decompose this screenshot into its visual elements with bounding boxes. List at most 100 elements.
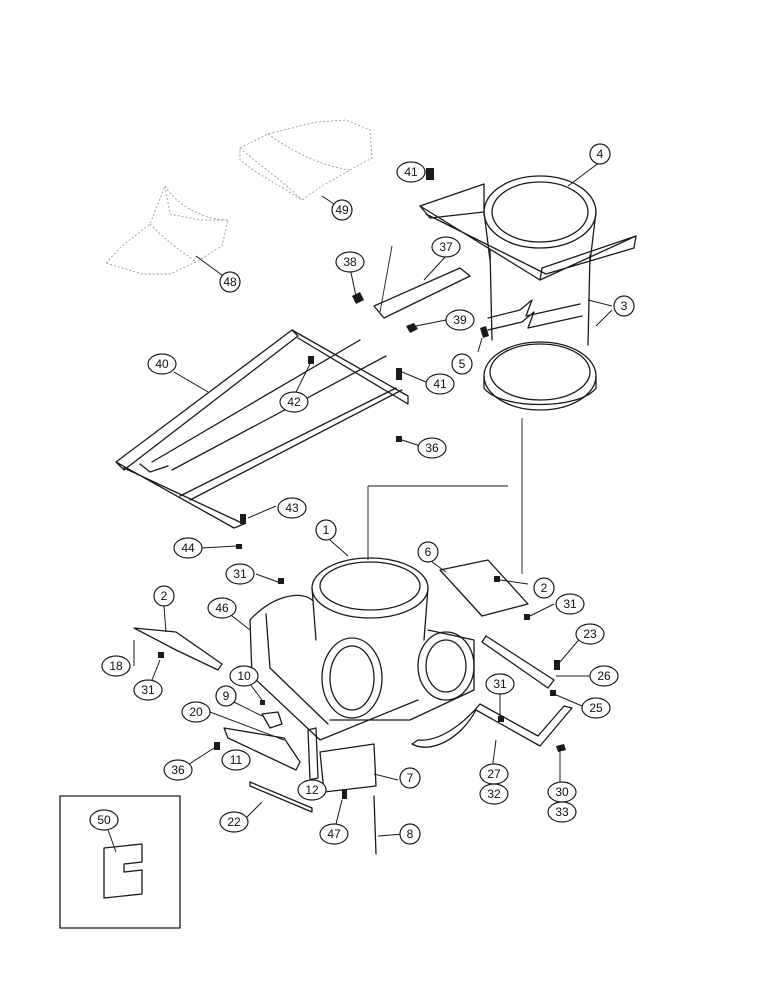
callout-43: 43 — [277, 497, 307, 519]
svg-text:8: 8 — [407, 827, 414, 841]
svg-text:20: 20 — [189, 705, 203, 719]
svg-text:38: 38 — [343, 255, 357, 269]
nut-31-right — [524, 614, 530, 620]
part-18-plate — [133, 627, 223, 671]
part-8-rod — [373, 795, 377, 855]
callout-23: 23 — [575, 623, 605, 645]
callout-32: 32 — [479, 783, 509, 805]
callout-50: 50 — [89, 809, 119, 831]
nut-31-left — [158, 652, 164, 658]
callout-2-right: 2 — [533, 577, 555, 599]
callout-37: 37 — [431, 236, 461, 258]
clip-30 — [556, 744, 566, 752]
svg-text:31: 31 — [563, 597, 577, 611]
svg-text:22: 22 — [227, 815, 241, 829]
part-22-strap — [249, 781, 313, 813]
svg-text:36: 36 — [171, 763, 185, 777]
callout-5: 5 — [451, 353, 473, 375]
svg-text:43: 43 — [285, 501, 299, 515]
svg-text:49: 49 — [335, 203, 349, 217]
svg-text:31: 31 — [141, 683, 155, 697]
part-4-upper-flange — [419, 175, 637, 281]
part-26-strap — [481, 635, 555, 689]
svg-text:39: 39 — [453, 313, 467, 327]
part-12-strip — [307, 727, 319, 781]
svg-text:18: 18 — [109, 659, 123, 673]
svg-text:6: 6 — [425, 545, 432, 559]
bolt-5 — [480, 326, 489, 338]
part-48-hood-phantom — [105, 184, 229, 275]
callout-8: 8 — [399, 823, 421, 845]
callout-31-brace: 31 — [485, 673, 515, 695]
callout-36-lower: 36 — [163, 759, 193, 781]
bolt-23 — [554, 660, 560, 670]
part-1-lower-housing — [249, 557, 475, 741]
bolt-41-lower — [396, 368, 402, 380]
svg-text:11: 11 — [230, 753, 243, 767]
part-6-plate — [439, 559, 529, 617]
part-27-brace — [411, 703, 573, 748]
bolt-41-top — [426, 168, 434, 180]
callout-36-upper: 36 — [417, 437, 447, 459]
nut-39 — [406, 323, 418, 333]
svg-text:40: 40 — [155, 357, 169, 371]
svg-text:48: 48 — [223, 275, 237, 289]
part-10-pin — [260, 700, 265, 705]
callout-39: 39 — [445, 309, 475, 331]
callout-7: 7 — [399, 767, 421, 789]
callout-9: 9 — [215, 685, 237, 707]
svg-text:33: 33 — [555, 805, 569, 819]
callout-30: 30 — [547, 781, 577, 803]
callout-38: 38 — [335, 251, 365, 273]
callout-25: 25 — [581, 697, 611, 719]
svg-text:2: 2 — [161, 589, 168, 603]
svg-text:36: 36 — [425, 441, 439, 455]
svg-text:32: 32 — [487, 787, 501, 801]
part-40-frame — [115, 329, 409, 529]
bolt-38 — [352, 292, 364, 304]
svg-text:7: 7 — [407, 771, 414, 785]
svg-text:5: 5 — [459, 357, 466, 371]
bolt-2-right — [494, 576, 500, 582]
callout-31-left: 31 — [133, 679, 163, 701]
bolt-43 — [240, 514, 246, 524]
part-49-cover-phantom — [239, 119, 373, 201]
callout-31-right: 31 — [555, 593, 585, 615]
callout-41-top: 41 — [396, 161, 426, 183]
nut-25 — [550, 690, 556, 696]
callout-22: 22 — [219, 811, 249, 833]
callout-10: 10 — [229, 665, 259, 687]
svg-text:27: 27 — [487, 767, 501, 781]
callout-2-left: 2 — [153, 585, 175, 607]
nut-36-upper — [396, 436, 402, 442]
callout-18: 18 — [101, 655, 131, 677]
part-50-inset — [59, 795, 181, 929]
svg-text:50: 50 — [97, 813, 111, 827]
svg-text:37: 37 — [439, 240, 453, 254]
bolt-47 — [342, 790, 347, 799]
callout-3: 3 — [613, 295, 635, 317]
svg-text:26: 26 — [597, 669, 611, 683]
callout-1: 1 — [315, 519, 337, 541]
bolt-42 — [308, 356, 314, 364]
svg-text:44: 44 — [181, 541, 195, 555]
svg-text:25: 25 — [589, 701, 603, 715]
part-7-curved-plate — [319, 743, 377, 793]
part-9-clip — [261, 711, 283, 729]
nut-31-brace — [498, 716, 504, 722]
bolt-36-lower — [214, 742, 220, 750]
svg-text:41: 41 — [404, 165, 418, 179]
svg-text:9: 9 — [223, 689, 230, 703]
svg-text:46: 46 — [215, 601, 229, 615]
callout-12: 12 — [297, 779, 327, 801]
callout-6: 6 — [417, 541, 439, 563]
leader-lines — [107, 161, 613, 853]
part-3-pipe — [483, 249, 597, 574]
svg-text:31: 31 — [233, 567, 247, 581]
svg-text:2: 2 — [541, 581, 548, 595]
callout-47: 47 — [319, 823, 349, 845]
callout-11: 11 — [221, 749, 251, 771]
part-37-bracket — [373, 245, 471, 319]
svg-text:23: 23 — [583, 627, 597, 641]
